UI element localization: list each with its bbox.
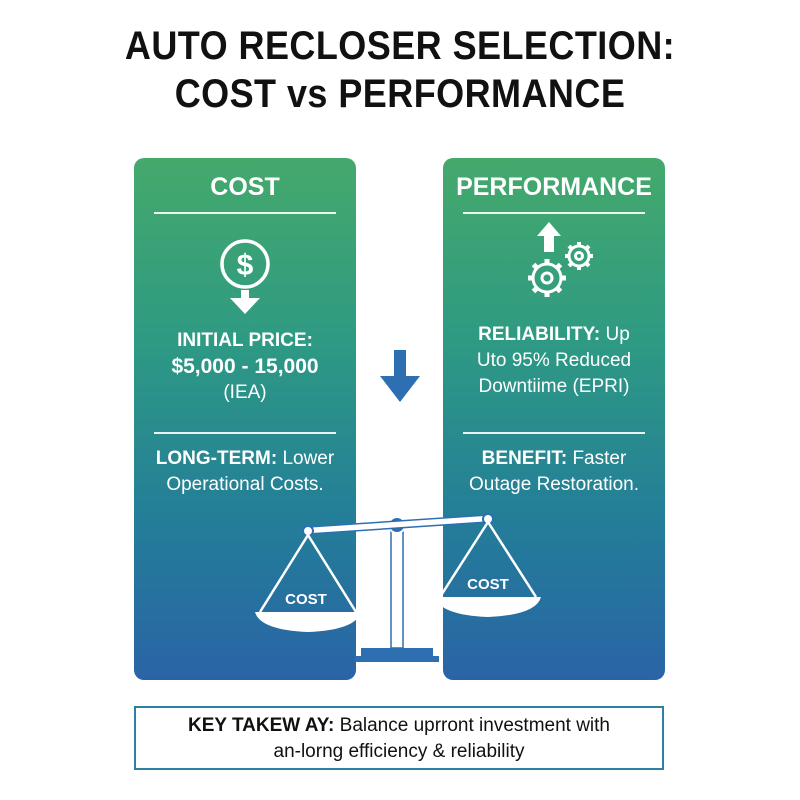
reliability-block: RELIABILITY: Up Uto 95% Reduced Downtiim… — [443, 322, 665, 400]
long-term-label: LONG-TERM: — [155, 448, 278, 469]
long-term-text-1: Lower — [282, 448, 335, 469]
benefit-text-1: Faster — [572, 448, 627, 469]
key-takeaway-box: KEY TAKEW AY: Balance uprront investment… — [134, 706, 664, 770]
benefit-block: BENEFIT: Faster Outage Restoration. — [443, 446, 665, 498]
reliability-text-2: Uto 95% Reduced — [476, 350, 632, 371]
scale-base — [361, 648, 433, 660]
initial-price-block: INITIAL PRICE: $5,000 - 15,000 (IEA) — [134, 328, 356, 406]
initial-price-value: $5,000 - 15,000 — [171, 355, 319, 378]
svg-text:$: $ — [237, 249, 254, 282]
title-line-1: AUTO RECLOSER SELECTION: — [124, 24, 676, 68]
takeaway-label: KEY TAKEW AY: — [187, 715, 335, 736]
takeaway-text-2: an-lorng efficiency & reliability — [273, 741, 525, 762]
cost-section-divider — [154, 432, 336, 434]
benefit-label: BENEFIT: — [481, 448, 568, 469]
takeaway-text-1: Balance uprront investment with — [339, 715, 611, 736]
scale-pivot — [388, 516, 406, 534]
reliability-text-1: Up — [605, 324, 630, 345]
page-title: AUTO RECLOSER SELECTION: COST vs PERFORM… — [40, 22, 760, 118]
scale-pole — [390, 523, 404, 649]
cost-panel-heading: COST — [210, 173, 280, 201]
scale-base-foot — [355, 656, 439, 662]
cost-panel: COST $ INITIAL PRICE: $5,000 - 15,000 (I… — [134, 158, 356, 680]
initial-price-label: INITIAL PRICE: — [177, 330, 313, 351]
reliability-label: RELIABILITY: — [478, 324, 601, 345]
dollar-down-icon: $ — [220, 239, 270, 314]
reliability-text-3: Downtiime (EPRI) — [478, 376, 630, 397]
arrow-down-icon — [380, 350, 420, 402]
benefit-text-2: Outage Restoration. — [468, 474, 640, 495]
cost-heading-divider — [154, 212, 336, 214]
performance-panel: PERFORMANCE — [443, 158, 665, 680]
performance-panel-heading: PERFORMANCE — [456, 173, 652, 201]
initial-price-source: (IEA) — [223, 382, 267, 403]
gears-up-icon — [528, 222, 593, 297]
title-line-2: COST vs PERFORMANCE — [174, 72, 626, 116]
performance-section-divider — [463, 432, 645, 434]
performance-heading-divider — [463, 212, 645, 214]
long-term-block: LONG-TERM: Lower Operational Costs. — [134, 446, 356, 498]
long-term-text-2: Operational Costs. — [166, 474, 324, 495]
